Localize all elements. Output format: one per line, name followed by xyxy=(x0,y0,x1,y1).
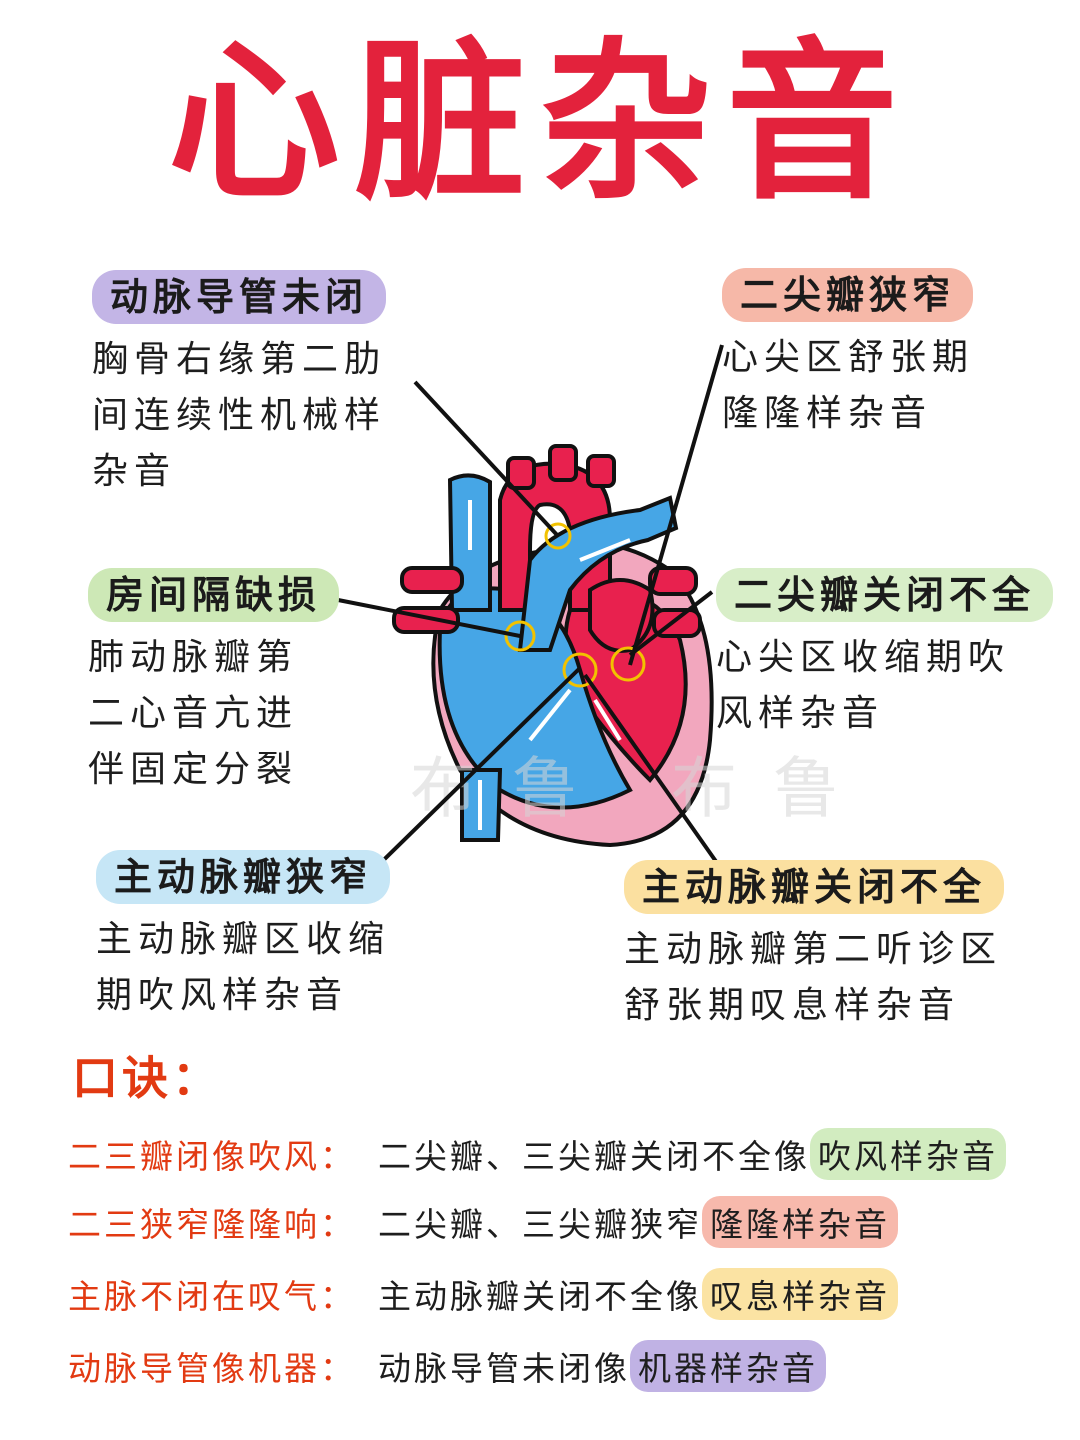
callout-asd: 房间隔缺损 肺动脉瓣第 二心音亢进 伴固定分裂 xyxy=(88,568,340,798)
flow-arrow-2 xyxy=(579,538,631,562)
pulmonary-vein-left-2 xyxy=(392,606,460,634)
mnemonic-row: 二三瓣闭像吹风： 二尖瓣、三尖瓣关闭不全像 吹风样杂音 xyxy=(68,1128,1006,1180)
callout-label: 主动脉瓣狭窄 xyxy=(96,850,391,904)
callout-ms: 二尖瓣狭窄 心尖区舒张期 隆隆样杂音 xyxy=(722,268,974,442)
aortic-branch-1 xyxy=(506,456,536,490)
callout-desc: 胸骨右缘第二肋 间连续性机械样 杂音 xyxy=(92,339,387,492)
left-atrium xyxy=(588,578,655,653)
callout-label: 主动脉瓣关闭不全 xyxy=(624,860,1005,914)
mnemonic-highlight: 隆隆样杂音 xyxy=(702,1196,898,1248)
callout-desc: 主动脉瓣第二听诊区 舒张期叹息样杂音 xyxy=(624,929,1003,1026)
callout-desc: 心尖区舒张期 隆隆样杂音 xyxy=(722,337,975,434)
mnemonic-key: 二三瓣闭像吹风： xyxy=(68,1137,356,1176)
mnemonic-row: 动脉导管像机器： 动脉导管未闭像 机器样杂音 xyxy=(68,1340,826,1392)
callout-label: 房间隔缺损 xyxy=(88,568,340,622)
mnemonic-text: 动脉导管未闭像 xyxy=(378,1349,630,1388)
page-title: 心脏杂音 xyxy=(168,20,912,223)
callout-label: 二尖瓣狭窄 xyxy=(722,268,974,322)
aortic-branch-2 xyxy=(548,444,578,482)
callout-mr: 二尖瓣关闭不全 心尖区收缩期吹 风样杂音 xyxy=(716,568,1054,742)
pulmonary-vein-right-1 xyxy=(648,566,698,596)
mnemonic-title: 口诀： xyxy=(72,1051,222,1105)
callout-pda: 动脉导管未闭 胸骨右缘第二肋 间连续性机械样 杂音 xyxy=(92,270,387,500)
mnemonic-row: 主脉不闭在叹气： 主动脉瓣关闭不全像 叹息样杂音 xyxy=(68,1268,898,1320)
mnemonic-text: 二尖瓣、三尖瓣狭窄 xyxy=(378,1205,702,1244)
pulmonary-vein-right-2 xyxy=(652,608,702,638)
callout-desc: 主动脉瓣区收缩 期吹风样杂音 xyxy=(96,919,391,1016)
mnemonic-highlight: 吹风样杂音 xyxy=(810,1128,1006,1180)
mnemonic-text: 主动脉瓣关闭不全像 xyxy=(378,1277,702,1316)
callout-desc: 肺动脉瓣第 二心音亢进 伴固定分裂 xyxy=(88,637,299,790)
callout-ar: 主动脉瓣关闭不全 主动脉瓣第二听诊区 舒张期叹息样杂音 xyxy=(624,860,1005,1034)
mnemonic-key: 动脉导管像机器： xyxy=(68,1349,356,1388)
pulmonary-vein-left-1 xyxy=(400,566,464,594)
mnemonic-key: 二三狭窄隆隆响： xyxy=(68,1205,356,1244)
callout-label: 二尖瓣关闭不全 xyxy=(716,568,1054,622)
callout-desc: 心尖区收缩期吹 风样杂音 xyxy=(716,637,1011,734)
callout-as: 主动脉瓣狭窄 主动脉瓣区收缩 期吹风样杂音 xyxy=(96,850,391,1024)
mnemonic-row: 二三狭窄隆隆响： 二尖瓣、三尖瓣狭窄 隆隆样杂音 xyxy=(68,1196,898,1248)
watermark: 布鲁 布鲁 xyxy=(410,750,875,827)
mnemonic-text: 二尖瓣、三尖瓣关闭不全像 xyxy=(378,1137,810,1176)
mnemonic-highlight: 机器样杂音 xyxy=(630,1340,826,1392)
mnemonic-key: 主脉不闭在叹气： xyxy=(68,1277,356,1316)
aortic-branch-3 xyxy=(586,454,616,488)
callout-label: 动脉导管未闭 xyxy=(92,270,387,324)
mnemonic-highlight: 叹息样杂音 xyxy=(702,1268,898,1320)
